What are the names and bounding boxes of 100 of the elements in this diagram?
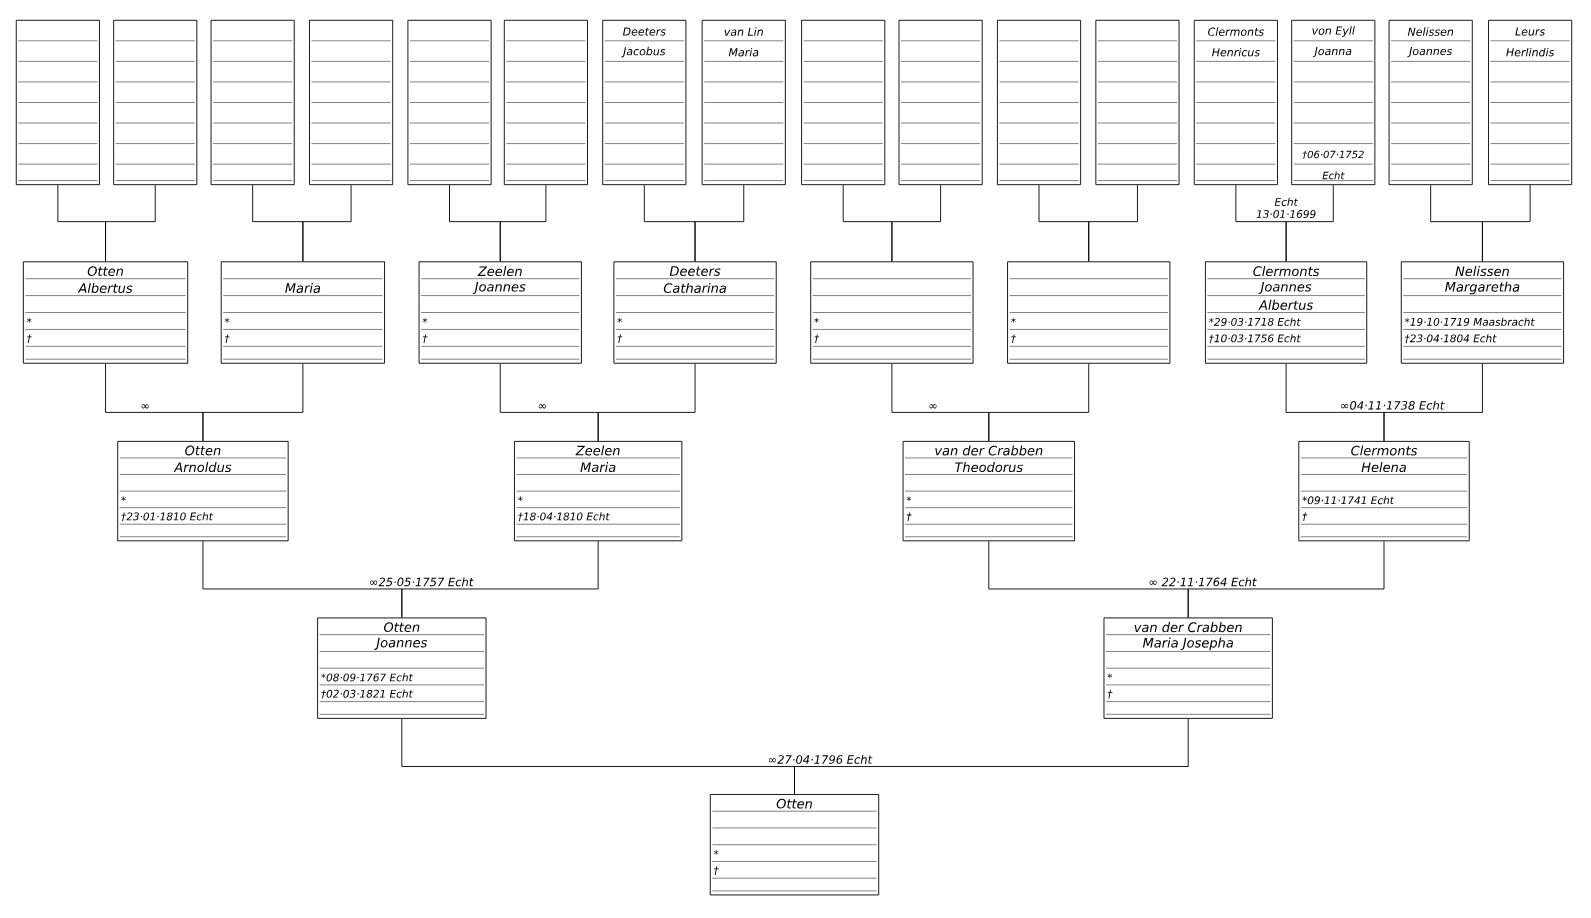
handwritten-entry: Catharina [663, 282, 726, 294]
handwritten-entry: † [713, 866, 719, 875]
handwritten-entry: Otten [776, 798, 812, 809]
edge-label: ∞ 22·11·1764 Echt [1147, 576, 1258, 588]
handwritten-entry: Otten [185, 445, 221, 456]
handwritten-entry: Joannes [1407, 47, 1453, 58]
edge-label: ∞27·04·1796 Echt [766, 753, 874, 765]
handwritten-entry: Clermonts [1253, 266, 1320, 277]
handwritten-entry: Maria [728, 47, 759, 57]
handwritten-entry: * [422, 317, 428, 323]
handwritten-entry: †18·04·1810 Echt [518, 512, 610, 522]
handwritten-entry: * [713, 850, 719, 855]
record-box [801, 19, 886, 186]
handwritten-entry: Clermonts [1351, 445, 1418, 456]
handwritten-entry: * [1011, 317, 1016, 323]
handwritten-entry: Leurs [1515, 27, 1545, 36]
connector-line [1383, 363, 1483, 442]
handwritten-entry: *09·11·1741 Echt [1302, 496, 1395, 505]
handwritten-entry: † [906, 512, 912, 522]
handwritten-entry: * [906, 496, 912, 502]
edge-label: ∞ [536, 403, 549, 411]
handwritten-entry: Otten [384, 622, 420, 633]
handwritten-entry: Arnoldus [173, 462, 232, 473]
handwritten-entry: van der Crabben [1134, 622, 1242, 633]
record-box [503, 19, 588, 186]
handwritten-entry: Maria Josepha [1142, 637, 1233, 651]
handwritten-entry: Nelissen [1455, 266, 1509, 277]
connector-line [401, 540, 599, 618]
connector-line [891, 184, 942, 262]
handwritten-entry: * [617, 317, 623, 323]
handwritten-entry: Nelissen [1407, 27, 1454, 36]
handwritten-entry: † [814, 334, 820, 344]
record-box [1095, 19, 1180, 186]
handwritten-entry: *19·10·1719 Maasbracht [1404, 317, 1535, 326]
edge-label: Echt 13·01·1699 [1255, 196, 1318, 219]
connector-line [1088, 184, 1138, 262]
connector-line [105, 184, 156, 262]
handwritten-entry: Herlindis [1506, 47, 1555, 57]
handwritten-entry: *29·03·1718 Echt [1209, 317, 1301, 326]
handwritten-entry: Helena [1361, 462, 1406, 473]
handwritten-entry: Jacobus [621, 46, 666, 58]
handwritten-entry: † [224, 334, 230, 344]
handwritten-entry: † [1011, 334, 1017, 344]
handwritten-entry: Clermonts [1208, 27, 1264, 36]
handwritten-entry: † [1107, 689, 1113, 699]
edge-label: ∞25·05·1757 Echt [367, 576, 475, 588]
connector-line [499, 184, 547, 262]
edge-label: ∞04·11·1738 Echt [1338, 399, 1446, 411]
handwritten-entry: * [26, 317, 32, 323]
handwritten-entry: Deeters [669, 266, 721, 276]
handwritten-entry: Zeelen [575, 445, 620, 456]
handwritten-entry: †02·03·1821 Echt [321, 689, 414, 699]
handwritten-entry: † [617, 334, 623, 344]
connector-line [1187, 540, 1385, 618]
handwritten-entry: Maria [580, 462, 616, 473]
edge-label: ∞ [139, 403, 151, 411]
record-box [113, 19, 198, 186]
handwritten-entry: † [27, 334, 32, 344]
record-box [407, 19, 492, 186]
handwritten-entry: Otten [87, 266, 123, 276]
handwritten-entry: †23·01·1810 Echt [121, 512, 214, 522]
handwritten-entry: Joannes [1258, 281, 1312, 295]
handwritten-entry: van Lin [724, 27, 763, 36]
handwritten-entry: Joannes [374, 637, 428, 650]
record-box [898, 19, 983, 186]
connector-line [988, 363, 1090, 442]
handwritten-entry: Margaretha [1445, 281, 1520, 295]
connector-line [1285, 184, 1334, 262]
handwritten-entry: Joannes [472, 281, 526, 295]
record-box [309, 19, 394, 186]
connector-line [794, 718, 1189, 795]
handwritten-entry: Echt [1322, 171, 1345, 180]
record-box [15, 19, 100, 186]
handwritten-entry: †06·07·1752 [1302, 150, 1364, 160]
connector-line [302, 184, 352, 262]
handwritten-entry: Deeters [622, 27, 666, 36]
handwritten-entry: * [814, 317, 819, 323]
handwritten-entry: Henricus [1212, 47, 1260, 57]
handwritten-entry: Maria [285, 282, 321, 294]
handwritten-entry: †23·04·1804 Echt [1404, 334, 1497, 344]
handwritten-entry: * [121, 496, 126, 502]
handwritten-entry: †10·03·1756 Echt [1209, 334, 1301, 344]
edge-label: ∞ [927, 403, 939, 411]
handwritten-entry: † [422, 334, 428, 344]
handwritten-entry: Zeelen [477, 266, 522, 277]
handwritten-entry: * [518, 496, 523, 502]
handwritten-entry: van der Crabben [935, 445, 1043, 456]
handwritten-entry: † [1302, 512, 1308, 522]
handwritten-entry: Theodorus [955, 462, 1023, 473]
handwritten-entry: *08·09·1767 Echt [321, 673, 414, 682]
connector-line [597, 363, 696, 442]
connector-line [1482, 184, 1531, 262]
connector-line [694, 184, 745, 262]
handwritten-entry: Joanna [1312, 47, 1352, 58]
record-box [996, 19, 1082, 186]
record-box [210, 19, 295, 186]
handwritten-entry: Albertus [77, 282, 133, 294]
handwritten-entry: * [224, 317, 230, 323]
handwritten-entry: * [1107, 673, 1113, 679]
handwritten-entry: von Eyll [1312, 26, 1355, 37]
